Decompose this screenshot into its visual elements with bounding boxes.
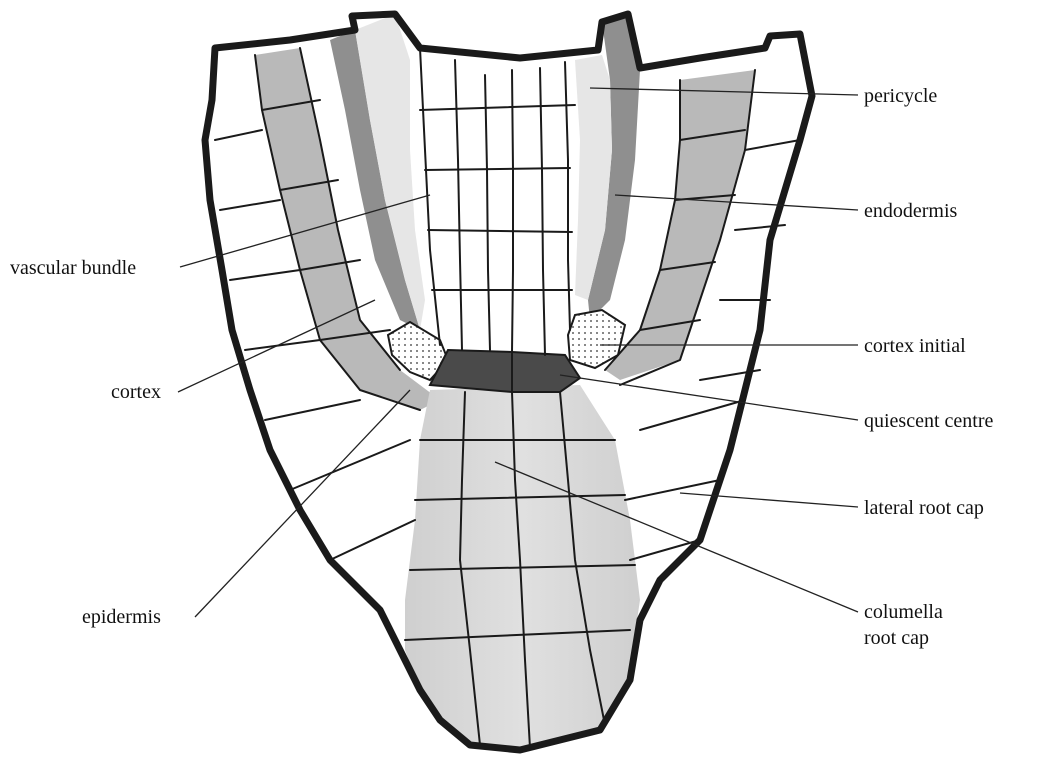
label-cortex-initial: cortex initial [864, 335, 966, 357]
label-vascular-bundle: vascular bundle [10, 257, 136, 279]
label-epidermis: epidermis [82, 606, 161, 628]
label-columella-line1: columella [864, 601, 943, 623]
label-quiescent-centre: quiescent centre [864, 410, 993, 432]
label-columella-line2: root cap [864, 627, 929, 649]
label-endodermis: endodermis [864, 200, 958, 222]
label-pericycle: pericycle [864, 85, 937, 107]
label-lateral-root-cap: lateral root cap [864, 497, 984, 519]
label-cortex: cortex [111, 381, 161, 403]
